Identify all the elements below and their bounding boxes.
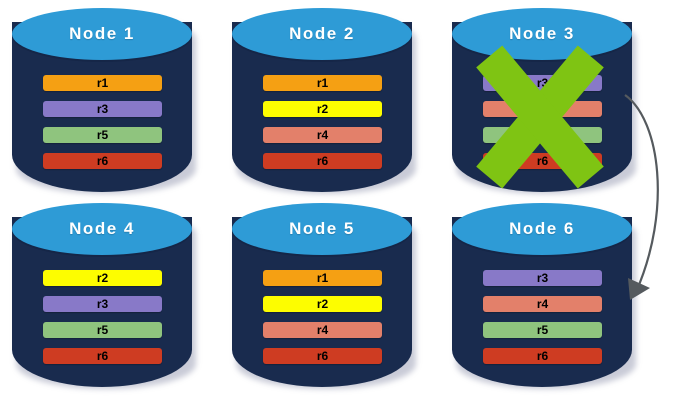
node-cylinder-2[interactable]: Node 2 r1 r2 r4 r6 — [232, 8, 416, 198]
node-label: Node 5 — [289, 219, 355, 238]
node-label: Node 3 — [509, 24, 575, 43]
replica-list: r1 r3 r5 r6 — [43, 75, 162, 169]
replica-bar[interactable]: r4 — [483, 101, 602, 117]
replica-list: r2 r3 r5 r6 — [43, 270, 162, 364]
replica-bar[interactable]: r2 — [263, 101, 382, 117]
replica-bar[interactable]: r2 — [43, 270, 162, 286]
node-cylinder-6[interactable]: Node 6 r3 r4 r5 r6 — [452, 203, 636, 393]
node-cylinder-5[interactable]: Node 5 r1 r2 r4 r6 — [232, 203, 416, 393]
cylinder-top-ellipse — [12, 203, 192, 255]
node-cylinder-3[interactable]: Node 3 r3 r4 r5 r6 — [452, 8, 636, 198]
cylinder-top-ellipse — [452, 203, 632, 255]
replica-list: r3 r4 r5 r6 — [483, 270, 602, 364]
node-cylinder-4[interactable]: Node 4 r2 r3 r5 r6 — [12, 203, 196, 393]
node-cylinder-1[interactable]: Node 1 r1 r3 r5 r6 — [12, 8, 196, 198]
replica-bar[interactable]: r3 — [43, 101, 162, 117]
node-label: Node 2 — [289, 24, 355, 43]
replica-bar[interactable]: r5 — [43, 127, 162, 143]
replica-bar[interactable]: r4 — [263, 322, 382, 338]
replica-bar[interactable]: r4 — [263, 127, 382, 143]
replica-list: r1 r2 r4 r6 — [263, 75, 382, 169]
replica-bar[interactable]: r5 — [483, 127, 602, 143]
cylinder-top-ellipse — [232, 8, 412, 60]
replica-bar[interactable]: r6 — [263, 153, 382, 169]
replica-bar[interactable]: r6 — [263, 348, 382, 364]
node-label: Node 6 — [509, 219, 575, 238]
node-label: Node 1 — [69, 24, 135, 43]
replica-bar[interactable]: r3 — [43, 296, 162, 312]
replica-bar[interactable]: r5 — [483, 322, 602, 338]
replica-bar[interactable]: r6 — [43, 153, 162, 169]
replica-bar[interactable]: r4 — [483, 296, 602, 312]
replica-bar[interactable]: r3 — [483, 270, 602, 286]
replica-bar[interactable]: r6 — [43, 348, 162, 364]
cylinder-top-ellipse — [232, 203, 412, 255]
replica-bar[interactable]: r1 — [263, 270, 382, 286]
replica-bar[interactable]: r2 — [263, 296, 382, 312]
replica-list: r3 r4 r5 r6 — [483, 75, 602, 169]
replica-bar[interactable]: r1 — [263, 75, 382, 91]
replica-bar[interactable]: r5 — [43, 322, 162, 338]
cylinder-top-ellipse — [12, 8, 192, 60]
replica-bar[interactable]: r6 — [483, 348, 602, 364]
node-label: Node 4 — [69, 219, 135, 238]
replica-list: r1 r2 r4 r6 — [263, 270, 382, 364]
replica-bar[interactable]: r3 — [483, 75, 602, 91]
replica-bar[interactable]: r6 — [483, 153, 602, 169]
replica-bar[interactable]: r1 — [43, 75, 162, 91]
